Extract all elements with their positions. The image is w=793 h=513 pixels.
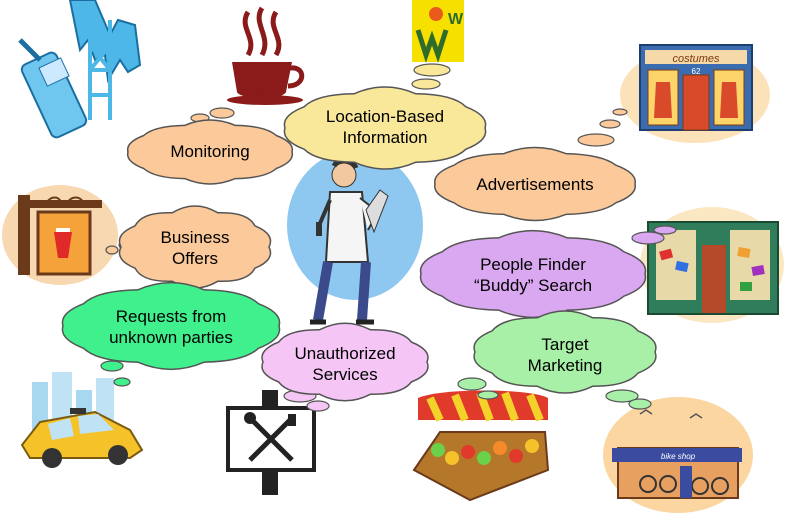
label-line: People Finder (480, 255, 586, 274)
label-line: “Buddy” Search (473, 276, 593, 295)
shop-number: 62 (692, 67, 701, 76)
label-line: Offers (172, 249, 218, 268)
advertisements-cloud (434, 146, 636, 222)
bookshop-icon (640, 207, 784, 323)
business-offers-cloud (118, 205, 272, 289)
target-marketing-cloud (473, 310, 657, 394)
requests-unknown-label: Requests from unknown parties (86, 306, 256, 348)
costumes-sign: costumes (672, 53, 720, 65)
wifi-logo-icon: W (412, 0, 464, 63)
label-line: unknown parties (109, 328, 233, 347)
coffee-cup-icon (227, 6, 305, 105)
cell-tower-phone-icon (18, 0, 142, 139)
label-line: Requests from (115, 307, 227, 326)
fruit-stand-icon (412, 390, 550, 502)
label-line: Marketing (527, 356, 603, 375)
label-line: Monitoring (170, 142, 250, 161)
label-line: Services (312, 365, 378, 384)
requests-unknown-cloud (61, 281, 281, 371)
bike-shop-sign: bike shop (661, 452, 696, 461)
costume-shop-icon: costumes 62 (620, 44, 770, 143)
people-finder-label: People Finder “Buddy” Search (448, 254, 618, 296)
target-marketing-label: Target Marketing (510, 334, 620, 376)
label-line: Advertisements (476, 175, 594, 194)
label-line: Business (160, 228, 230, 247)
people-finder-cloud (419, 229, 647, 319)
monitoring-cloud (126, 119, 294, 185)
unauthorized-services-cloud (261, 322, 429, 402)
location-based-information-label: Location-Based Information (310, 106, 460, 148)
cafe-sign-icon (2, 185, 118, 285)
taxi-icon (20, 372, 144, 468)
business-offers-label: Business Offers (140, 227, 250, 269)
label-line: Unauthorized (294, 344, 396, 363)
advertisements-label: Advertisements (455, 174, 615, 195)
unauthorized-services-label: Unauthorized Services (280, 343, 410, 385)
man-with-phone-icon (287, 150, 423, 325)
location-based-information-cloud (283, 86, 487, 170)
monitoring-label: Monitoring (150, 141, 270, 162)
label-line: Information (342, 128, 428, 147)
svg-text:W: W (448, 11, 464, 28)
bike-shop-icon: bike shop (603, 397, 753, 513)
clouds-layer (61, 86, 657, 402)
restaurant-sign-icon (226, 390, 316, 495)
label-line: Target (541, 335, 589, 354)
label-line: Location-Based (325, 107, 445, 126)
